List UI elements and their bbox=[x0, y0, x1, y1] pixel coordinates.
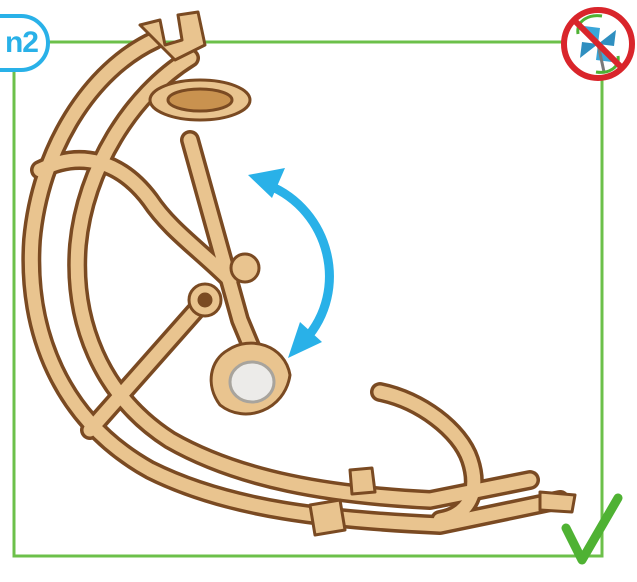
swing-arrow-icon bbox=[248, 168, 329, 358]
step-number: n2 bbox=[5, 26, 38, 60]
wooden-track-model bbox=[31, 12, 575, 535]
no-pinwheel-icon bbox=[564, 10, 632, 78]
